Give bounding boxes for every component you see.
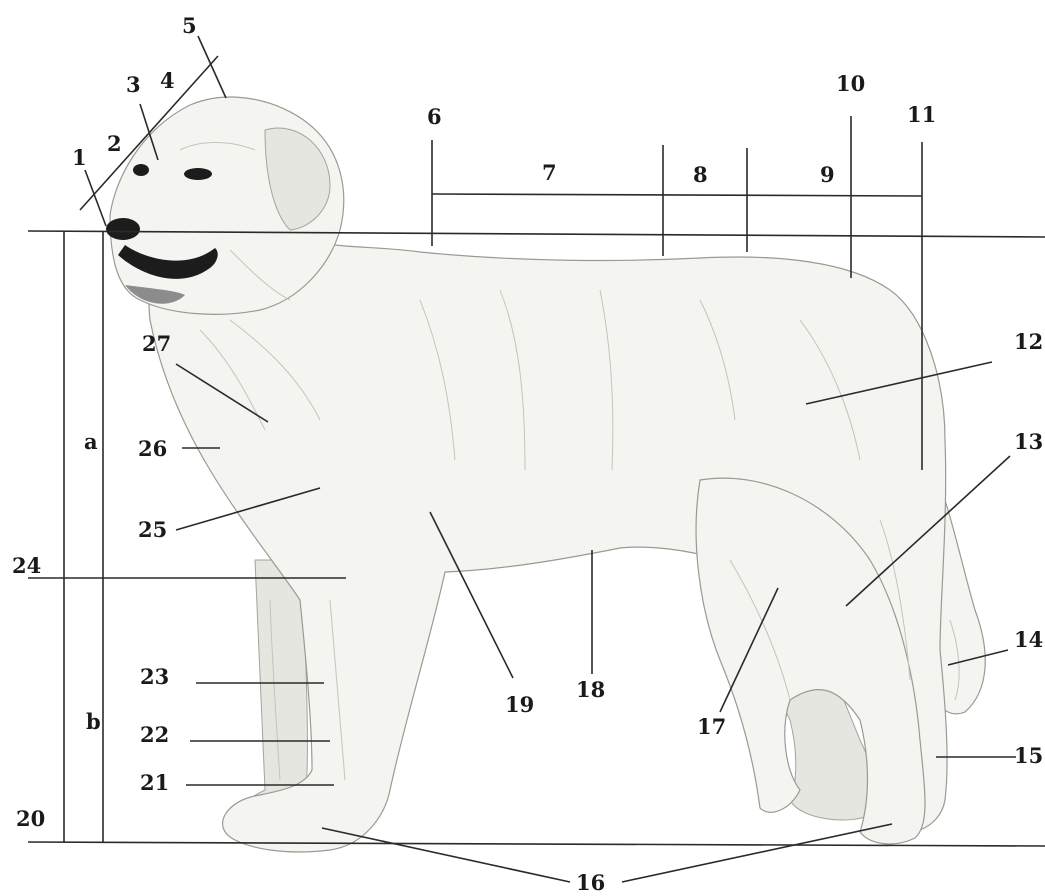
label-3: 3	[126, 74, 141, 95]
back-segment-line	[432, 194, 922, 196]
dog-eye-left	[133, 164, 149, 176]
leader-1	[85, 170, 106, 226]
dog-illustration	[106, 97, 985, 852]
label-20: 20	[16, 808, 45, 829]
label-25: 25	[138, 519, 167, 540]
label-13: 13	[1014, 431, 1043, 452]
label-17: 17	[697, 716, 726, 737]
label-4: 4	[160, 70, 175, 91]
label-7: 7	[542, 162, 557, 183]
label-b: b	[86, 711, 101, 732]
label-24: 24	[12, 555, 41, 576]
label-a: a	[84, 431, 98, 452]
label-6: 6	[427, 106, 442, 127]
dog-nose	[106, 218, 140, 240]
label-14: 14	[1014, 629, 1043, 650]
label-9: 9	[820, 164, 835, 185]
label-10: 10	[836, 73, 865, 94]
label-23: 23	[140, 666, 169, 687]
label-15: 15	[1014, 745, 1043, 766]
label-11: 11	[907, 104, 936, 125]
label-22: 22	[140, 724, 169, 745]
label-16: 16	[576, 872, 605, 893]
label-26: 26	[138, 438, 167, 459]
label-2: 2	[107, 133, 122, 154]
label-5: 5	[182, 15, 197, 36]
label-1: 1	[72, 147, 87, 168]
leader-16a	[322, 828, 570, 882]
label-8: 8	[693, 164, 708, 185]
label-18: 18	[576, 679, 605, 700]
leader-16b	[622, 824, 892, 882]
label-19: 19	[505, 694, 534, 715]
label-27: 27	[142, 333, 171, 354]
label-21: 21	[140, 772, 169, 793]
leader-5	[198, 36, 226, 98]
label-12: 12	[1014, 331, 1043, 352]
dog-eye-right	[184, 168, 212, 180]
